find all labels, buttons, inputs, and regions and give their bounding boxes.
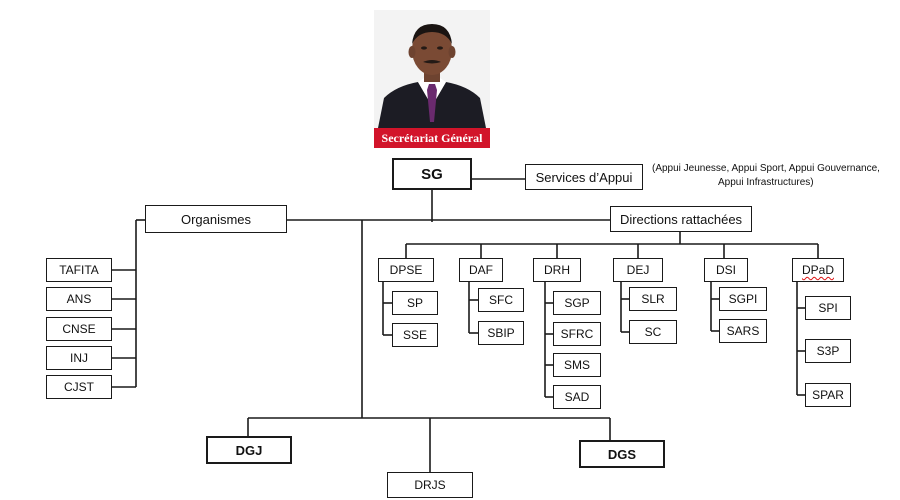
organisme-ans[interactable]: ANS	[46, 287, 112, 311]
sub-sc[interactable]: SC	[629, 320, 677, 344]
services-appui-note-line2: Appui Infrastructures)	[718, 177, 814, 188]
organisme-cnse[interactable]: CNSE	[46, 317, 112, 341]
direction-dpad[interactable]: DPaD	[792, 258, 844, 282]
services-appui-note-line1: (Appui Jeunesse, Appui Sport, Appui Gouv…	[652, 163, 880, 174]
sub-sfc[interactable]: SFC	[478, 288, 524, 312]
direction-daf[interactable]: DAF	[459, 258, 503, 282]
sg-box[interactable]: SG	[392, 158, 472, 190]
organismes-box[interactable]: Organismes	[145, 205, 287, 233]
sub-sfrc[interactable]: SFRC	[553, 322, 601, 346]
sub-sad[interactable]: SAD	[553, 385, 601, 409]
sub-sars[interactable]: SARS	[719, 319, 767, 343]
sub-spi[interactable]: SPI	[805, 296, 851, 320]
direction-dej[interactable]: DEJ	[613, 258, 663, 282]
organisme-cjst[interactable]: CJST	[46, 375, 112, 399]
direction-dsi[interactable]: DSI	[704, 258, 748, 282]
sub-sbip[interactable]: SBIP	[478, 321, 524, 345]
sub-sgp[interactable]: SGP	[553, 291, 601, 315]
sub-sgpi[interactable]: SGPI	[719, 287, 767, 311]
sub-sms[interactable]: SMS	[553, 353, 601, 377]
person-illustration	[374, 10, 490, 128]
organisme-tafita[interactable]: TAFITA	[46, 258, 112, 282]
services-appui-box[interactable]: Services d’Appui	[525, 164, 643, 190]
dg-drjs[interactable]: DRJS	[387, 472, 473, 498]
sub-s3p[interactable]: S3P	[805, 339, 851, 363]
dg-dgj[interactable]: DGJ	[206, 436, 292, 464]
portrait-photo: Secrétariat Général	[374, 10, 490, 148]
directions-rattachees-box[interactable]: Directions rattachées	[610, 206, 752, 232]
portrait-caption: Secrétariat Général	[374, 128, 490, 148]
sub-spar[interactable]: SPAR	[805, 383, 851, 407]
sub-sse[interactable]: SSE	[392, 323, 438, 347]
sub-slr[interactable]: SLR	[629, 287, 677, 311]
direction-dpad-label: DPaD	[801, 263, 834, 277]
dg-dgs[interactable]: DGS	[579, 440, 665, 468]
direction-drh[interactable]: DRH	[533, 258, 581, 282]
sub-sp[interactable]: SP	[392, 291, 438, 315]
direction-dpse[interactable]: DPSE	[378, 258, 434, 282]
organisme-inj[interactable]: INJ	[46, 346, 112, 370]
